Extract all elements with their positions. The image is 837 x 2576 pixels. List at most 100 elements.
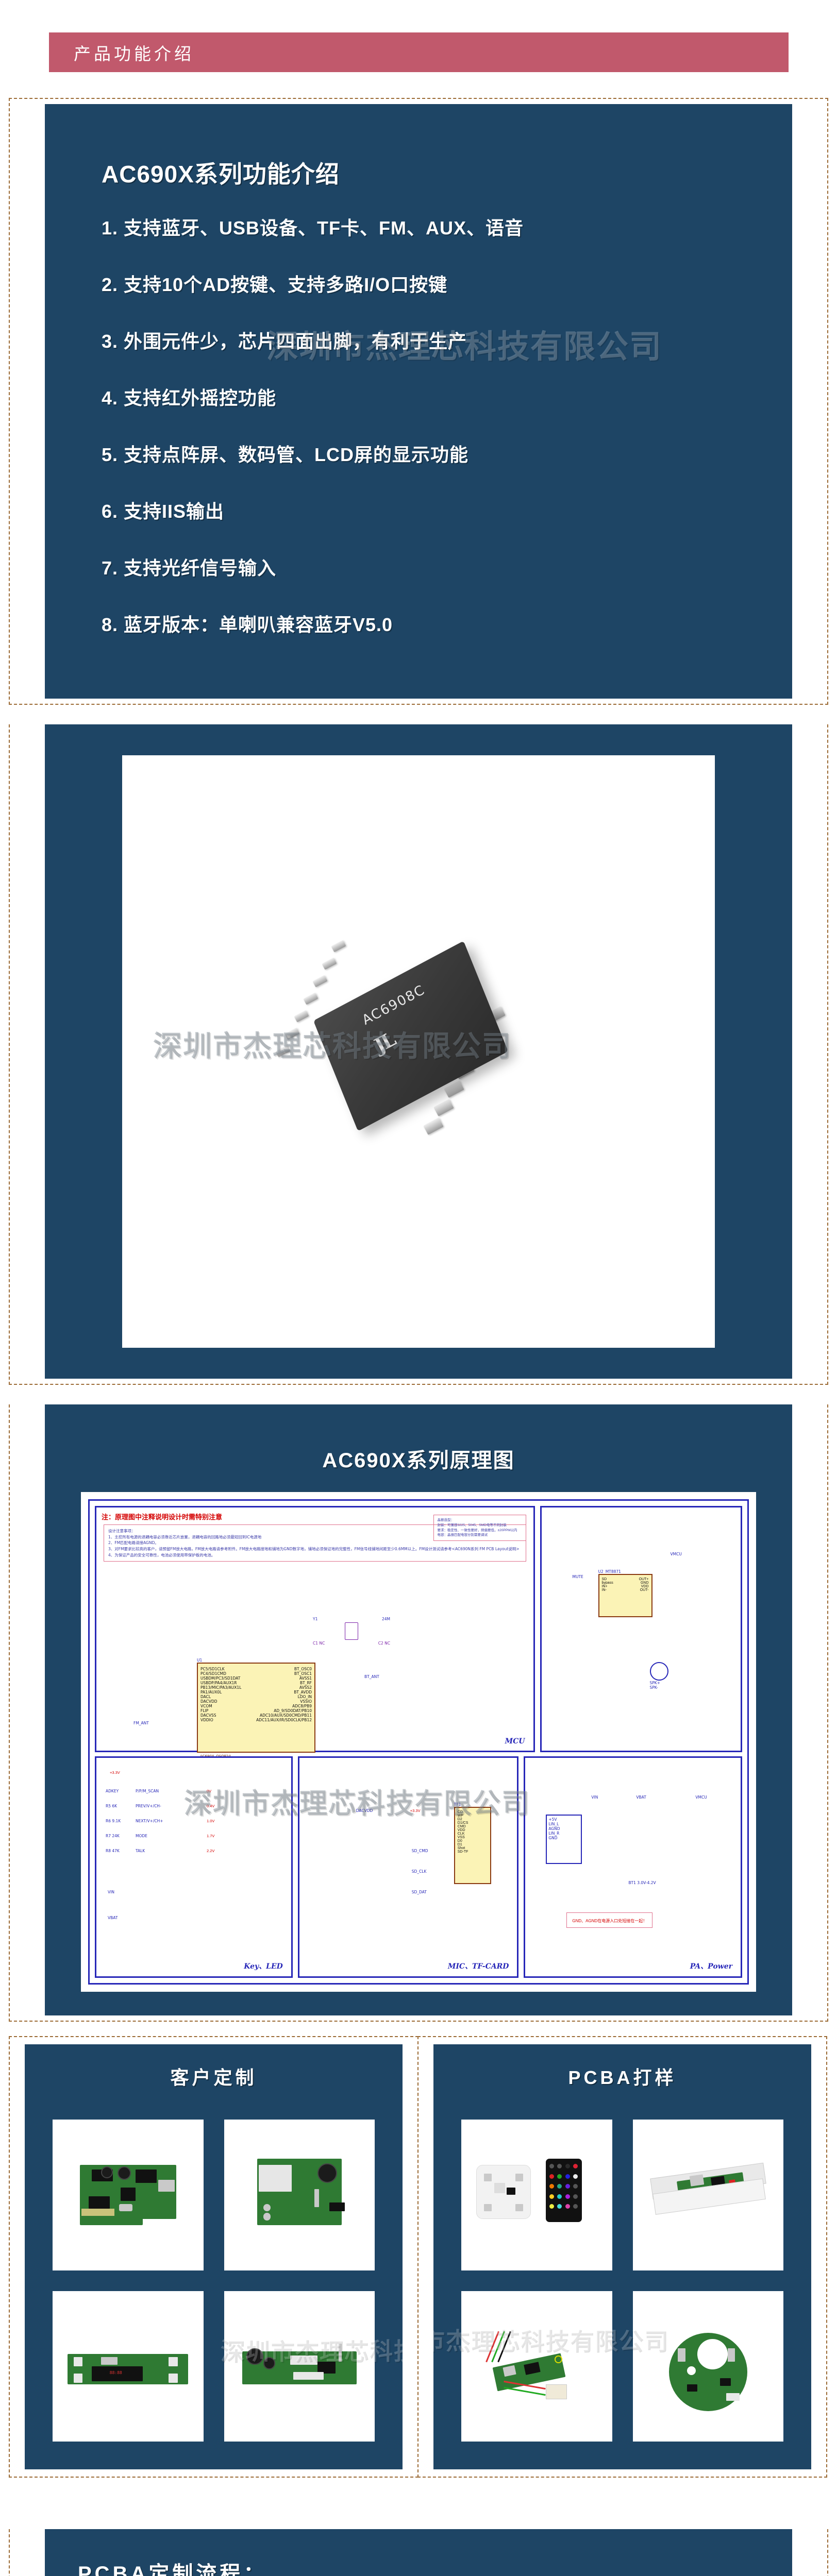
key-2-resistor: R5 6K xyxy=(106,1804,118,1808)
features-list: 1. 支持蓝牙、USB设备、TF卡、FM、AUX、语音 2. 支持10个AD按键… xyxy=(45,213,792,637)
schematic-panel: AC690X系列原理图 注：原理图中注释说明设计时需特别注意 设计注意事项： 1… xyxy=(45,1404,792,2015)
ic-left-pin-11: DACVSS xyxy=(200,1713,216,1718)
key-3-resistor: R6 9.1K xyxy=(106,1819,121,1823)
net-sd-cmd: SD_CMD xyxy=(411,1849,428,1853)
ic-left-pin-4: USBDP/PA4/AUX1R xyxy=(200,1681,237,1685)
ic-right-pin-13: ADC11/AUX/IR/SD0CLK/PB12 xyxy=(256,1718,312,1722)
schematic-caption-mcu: MCU xyxy=(505,1737,525,1745)
schematic-note-3: 3、对FM要求比较高的客户，请预留FM放大电路，FM放大电路请参考附件。FM放大… xyxy=(108,1546,520,1551)
ic-right-pin-17: VSSIO xyxy=(300,1699,312,1704)
flow-title: PCBA定制流程： xyxy=(78,2563,267,2576)
crystal-note-2: 要求：稳定性、一致性要好，频偏要低，±20PPM以内 xyxy=(437,1528,517,1532)
ic-left-pin-10: FLIP xyxy=(200,1708,209,1713)
chip-photo: AC6908C JL 深圳市杰理芯科技有限公司 xyxy=(122,755,715,1348)
page-banner: 产品功能介绍 xyxy=(49,32,789,72)
section-flow: PCBA定制流程： 客户提供详细功 能要求及板框图 工程评估 提供样品 客户下单… xyxy=(9,2529,828,2576)
section-chip-photo: AC6908C JL 深圳市杰理芯科技有限公司 xyxy=(9,724,828,1385)
schematic-note-title: 注：原理图中注释说明设计时需特别注意 xyxy=(102,1514,223,1521)
tf-pin-d2: D2 xyxy=(457,1818,462,1821)
pcba-title: PCBA打样 xyxy=(568,2067,677,2088)
bt-antenna-symbol: BT_ANT xyxy=(364,1671,379,1681)
net-vin-2: VIN xyxy=(591,1795,598,1800)
section-features: AC690X系列功能介绍 1. 支持蓝牙、USB设备、TF卡、FM、AUX、语音… xyxy=(9,98,828,705)
ic-right-pin-15: AD_9/SD0DAT/PB10 xyxy=(274,1708,312,1713)
amp-ref: U2 xyxy=(598,1569,604,1574)
ic-right-pin-23: BT_OSC1 xyxy=(294,1671,312,1676)
ic-right-pin-22: AVSS1 xyxy=(299,1676,312,1681)
tf-pin-shot: Shot xyxy=(457,1846,465,1850)
features-panel: AC690X系列功能介绍 1. 支持蓝牙、USB设备、TF卡、FM、AUX、语音… xyxy=(45,104,792,699)
amp-pin-bypass: bypass xyxy=(601,1581,613,1585)
gallery-item-led-display-module-board[interactable]: 88:88 xyxy=(53,2291,204,2442)
ic-left-pin-1: PC5/SD1CLK xyxy=(200,1667,225,1671)
column-pcba: PCBA打样 xyxy=(417,2036,827,2478)
tf-ref: TF1 xyxy=(454,1802,461,1807)
net-5v: +5V xyxy=(548,1817,557,1822)
net-vin: VIN xyxy=(108,1890,114,1894)
schematic-note-box: 设计注意事项： 1、主控所有电源的退耦电容必须靠近芯片放置，退耦电容的回路地必须… xyxy=(104,1524,526,1562)
crystal-note-3: 电容：晶振匹配电容分别需要调试 xyxy=(437,1533,488,1537)
net-lin-l: LIN_L xyxy=(548,1822,559,1826)
ic-right-pin-21: BT_RF xyxy=(299,1681,312,1685)
tf-pin-clk: CLK xyxy=(457,1832,465,1836)
gallery-item-wired-controller-board[interactable] xyxy=(461,2291,612,2442)
ic-right-pin-14: ADC10/AUX/SD0CMD/PB11 xyxy=(259,1713,312,1718)
feature-item-7: 7. 支持光纤信号输入 xyxy=(102,557,277,579)
tf-pin-cmd: CMD xyxy=(457,1825,466,1828)
pcba-gallery xyxy=(433,2106,811,2469)
feature-item-8: 8. 蓝牙版本：单喇叭兼容蓝牙V5.0 xyxy=(102,614,393,635)
amp-pin-gnd: GND xyxy=(640,1581,649,1585)
gallery-item-tf-card-module-board[interactable] xyxy=(224,2120,375,2270)
schematic-note-4: 4、为保证产品的安全可靠性，电池必须使用带保护板的电池。 xyxy=(108,1552,215,1557)
amp-pin-outp: OUT+ xyxy=(639,1578,649,1581)
key-1-label: P/P/M_SCAN xyxy=(136,1789,159,1793)
net-bt-ant: BT_ANT xyxy=(364,1674,379,1679)
gallery-item-bluetooth-usb-module-board[interactable] xyxy=(53,2120,204,2270)
ic-left-pin-9: VCOM xyxy=(200,1704,212,1708)
ic-right-pin-16: ADC8/PB9 xyxy=(292,1704,312,1708)
key-5-resistor: R8 47K xyxy=(106,1849,120,1853)
custom-panel: 客户定制 xyxy=(25,2044,403,2469)
crystal-c2: C2 NC xyxy=(378,1641,390,1646)
crystal-value: 24M xyxy=(381,1617,390,1621)
chip-illustration: AC6908C JL xyxy=(264,930,573,1173)
key-4-label: MODE xyxy=(136,1834,147,1838)
ic-right-pin-18: LDO_IN xyxy=(297,1694,312,1699)
ic-left-pin-3: USBDM/PC3/SD1DAT xyxy=(200,1676,241,1681)
net-vbat: VBAT xyxy=(108,1916,118,1920)
feature-item-2: 2. 支持10个AD按键、支持多路I/O口按键 xyxy=(102,274,448,295)
flow-panel: PCBA定制流程： 客户提供详细功 能要求及板框图 工程评估 提供样品 客户下单… xyxy=(45,2529,792,2576)
amp-pin-outn: OUT- xyxy=(640,1588,649,1592)
amplifier-ic-symbol: U2 MT8871 SD bypass IN+ xyxy=(598,1569,652,1617)
key-5-label: TALK xyxy=(136,1849,145,1853)
gallery-item-rgb-led-board-with-remote[interactable] xyxy=(461,2120,612,2270)
net-lin-r: LIN_R xyxy=(548,1831,560,1836)
key-2-label: PREV/V+/CH- xyxy=(136,1804,161,1808)
crystal-note-0: 晶振选型： xyxy=(437,1518,455,1522)
schematic-caption-mic-tf: MIC、TF-CARD xyxy=(447,1962,509,1971)
key-4-voltage: 1.7V xyxy=(207,1834,215,1838)
net-3v3: +3.3V xyxy=(110,1770,120,1775)
tf-pin-vss: VSS xyxy=(457,1836,465,1839)
battery-label: BT1 3.0V-4.2V xyxy=(628,1880,656,1885)
section-schematic: AC690X系列原理图 注：原理图中注释说明设计时需特别注意 设计注意事项： 1… xyxy=(9,1404,828,2022)
ic-right-pin-24: BT_OSC0 xyxy=(294,1667,312,1671)
net-gnd: GND xyxy=(548,1836,558,1840)
page-title: 产品功能介绍 xyxy=(74,44,194,63)
feature-item-1: 1. 支持蓝牙、USB设备、TF卡、FM、AUX、语音 xyxy=(102,217,524,239)
tf-pin-d1cs: D1/CS xyxy=(457,1821,468,1825)
key-2-voltage: 0.4V xyxy=(207,1804,215,1808)
crystal-symbol: Y1 24M C1 NC C2 NC xyxy=(313,1617,390,1646)
gallery-item-round-driver-pcb[interactable] xyxy=(632,2291,783,2442)
power-note-text: GND、AGND在电源入口处短接在一起！ xyxy=(572,1919,647,1923)
amp-pin-inp: IN+ xyxy=(601,1585,608,1588)
remote-control xyxy=(545,2159,582,2222)
tf-card-symbol: CD WP D2 D1/CS CMD VDD CLK VSS D0 D1 xyxy=(454,1807,491,1884)
net-agnd: AGND xyxy=(548,1826,560,1831)
power-note-box: GND、AGND在电源入口处短接在一起！ xyxy=(566,1912,653,1928)
ic-right-pin-20: AVSS2 xyxy=(299,1685,312,1690)
net-dacvdd: DACVDD xyxy=(356,1808,373,1813)
gallery-item-audio-amplifier-module-board[interactable] xyxy=(224,2291,375,2442)
gallery-item-usb-bluetooth-panel-module[interactable] xyxy=(632,2120,783,2270)
net-adkey: ADKEY xyxy=(106,1789,119,1793)
